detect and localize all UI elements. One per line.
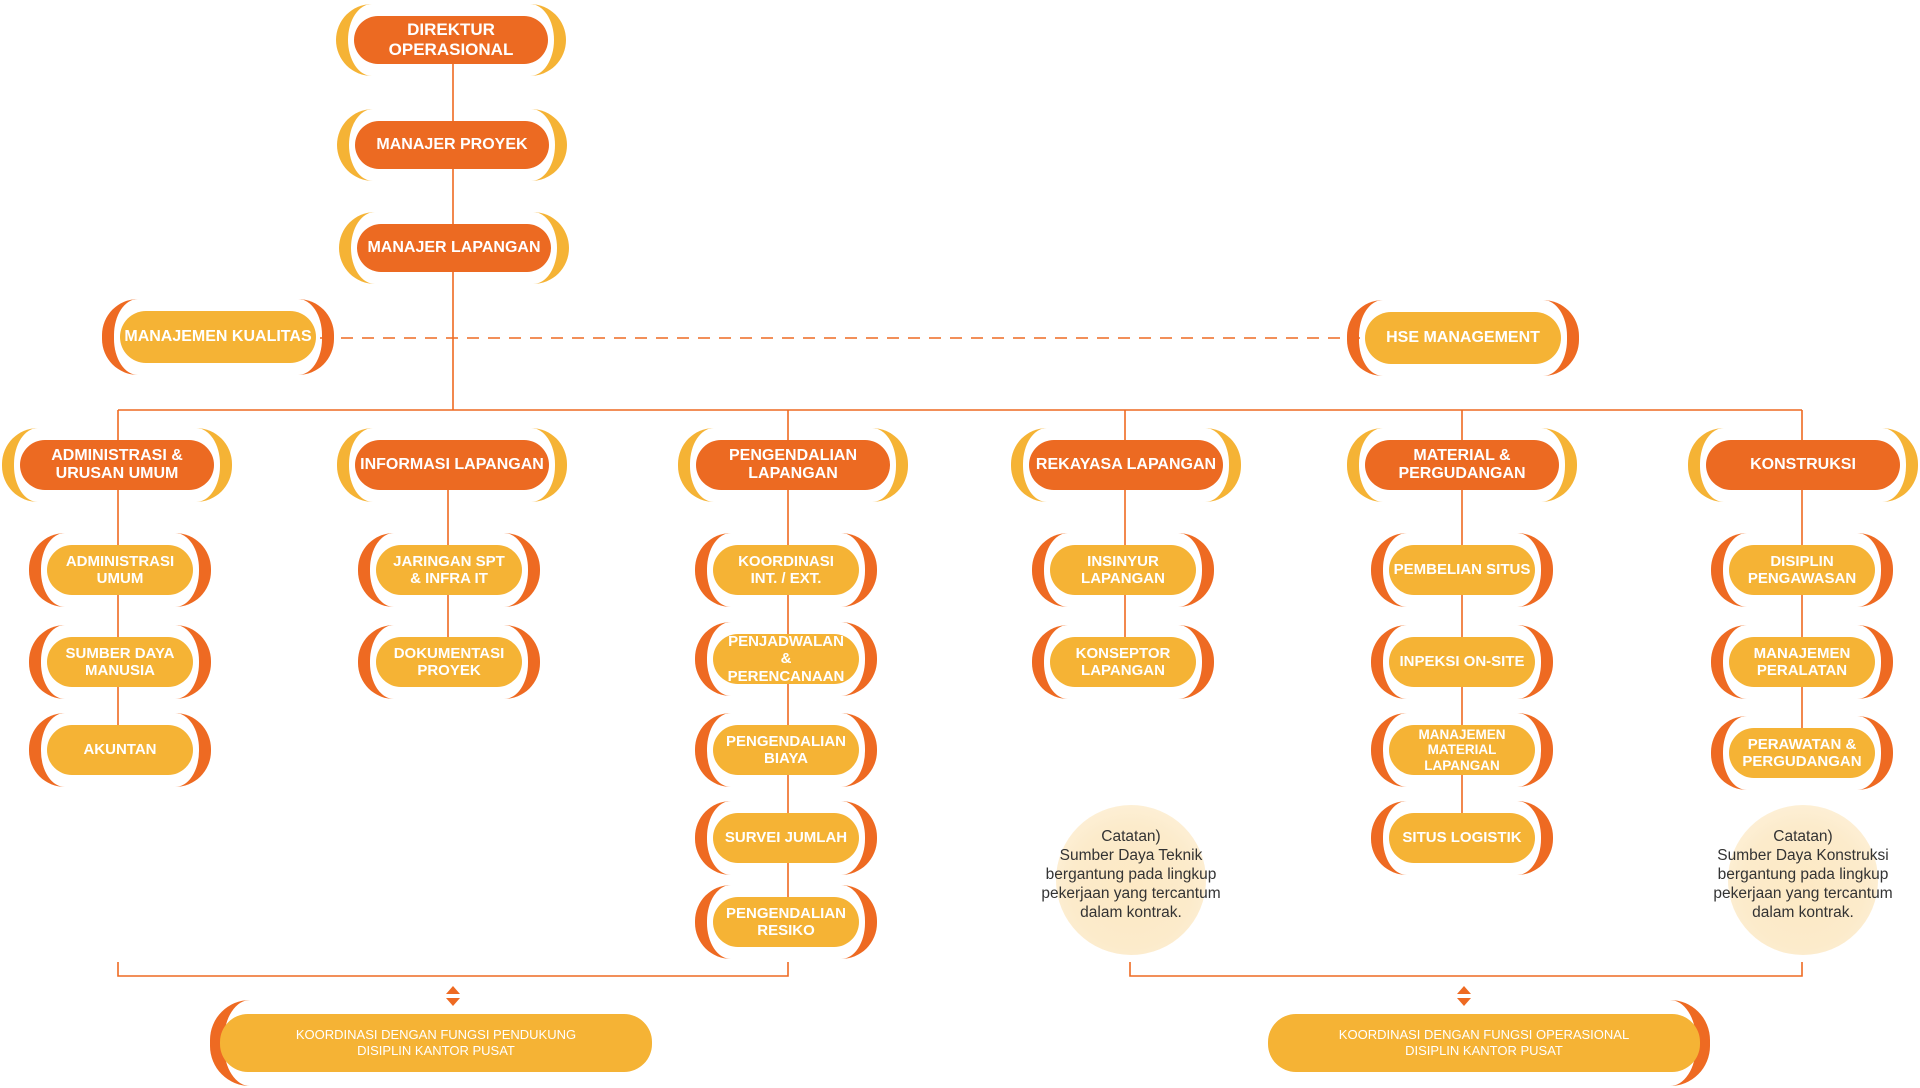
dept-rekayasa: REKAYASA LAPANGAN — [1011, 428, 1241, 502]
dept-konstruksi-label: KONSTRUKSI — [1706, 440, 1900, 490]
note-line: pekerjaan yang tercantum — [1713, 884, 1893, 902]
child-label: PERAWATAN & PERGUDANGAN — [1729, 728, 1875, 778]
note-line: bergantung pada lingkup — [1045, 865, 1217, 883]
hse-management-label: HSE MANAGEMENT — [1365, 312, 1561, 364]
direktur-operasional-label: DIREKTUR OPERASIONAL — [354, 16, 548, 64]
child-label: SURVEI JUMLAH — [713, 813, 859, 863]
child-konseptor-lapangan: KONSEPTOR LAPANGAN — [1032, 625, 1214, 699]
child-label: DISIPLIN PENGAWASAN — [1729, 545, 1875, 595]
child-label: SITUS LOGISTIK — [1389, 813, 1535, 863]
manajer-proyek-label: MANAJER PROYEK — [355, 121, 549, 169]
dept-konstruksi: KONSTRUKSI — [1688, 428, 1918, 502]
child-label: SUMBER DAYA MANUSIA — [47, 637, 193, 687]
note-line: dalam kontrak. — [1752, 903, 1854, 921]
child-label: INSINYUR LAPANGAN — [1050, 545, 1196, 595]
manajer-proyek-box: MANAJER PROYEK — [337, 109, 567, 181]
child-pembelian-situs: PEMBELIAN SITUS — [1371, 533, 1553, 607]
note-teknik: Catatan) Sumber Daya Teknik bergantung p… — [1016, 828, 1246, 923]
note-heading: Catatan) — [1773, 828, 1833, 845]
manajemen-kualitas-box: MANAJEMEN KUALITAS — [102, 299, 334, 375]
child-label: MANAJEMEN MATERIAL LAPANGAN — [1389, 725, 1535, 775]
child-label: PEMBELIAN SITUS — [1389, 545, 1535, 595]
child-insinyur-lapangan: INSINYUR LAPANGAN — [1032, 533, 1214, 607]
child-survei-jumlah: SURVEI JUMLAH — [695, 801, 877, 875]
child-dokumentasi-proyek: DOKUMENTASI PROYEK — [358, 625, 540, 699]
dept-administrasi: ADMINISTRASI & URUSAN UMUM — [2, 428, 232, 502]
dept-material-label: MATERIAL & PERGUDANGAN — [1365, 440, 1559, 490]
child-label: DOKUMENTASI PROYEK — [376, 637, 522, 687]
note-line: pekerjaan yang tercantum — [1041, 884, 1221, 902]
dept-rekayasa-label: REKAYASA LAPANGAN — [1029, 440, 1223, 490]
manajemen-kualitas-label: MANAJEMEN KUALITAS — [120, 311, 316, 363]
manajer-lapangan-box: MANAJER LAPANGAN — [339, 212, 569, 284]
child-label: KONSEPTOR LAPANGAN — [1050, 637, 1196, 687]
child-label: PENJADWALAN & PERENCANAAN — [713, 633, 859, 685]
koordinasi-line1: KOORDINASI DENGAN FUNGSI OPERASIONAL — [1338, 1026, 1630, 1042]
note-line: Sumber Daya Teknik — [1059, 846, 1203, 864]
koordinasi-line2: DISIPLIN KANTOR PUSAT — [1405, 1043, 1563, 1058]
child-akuntan: AKUNTAN — [29, 713, 211, 787]
dept-material: MATERIAL & PERGUDANGAN — [1347, 428, 1577, 502]
child-sumber-daya-manusia: SUMBER DAYA MANUSIA — [29, 625, 211, 699]
child-pengendalian-biaya: PENGENDALIAN BIAYA — [695, 713, 877, 787]
child-perawatan-pergudangan: PERAWATAN & PERGUDANGAN — [1711, 716, 1893, 790]
dept-informasi-label: INFORMASI LAPANGAN — [355, 440, 549, 490]
child-jaringan-spt: JARINGAN SPT & INFRA IT — [358, 533, 540, 607]
dept-pengendalian: PENGENDALIAN LAPANGAN — [678, 428, 908, 502]
child-disiplin-pengawasan: DISIPLIN PENGAWASAN — [1711, 533, 1893, 607]
child-penjadwalan: PENJADWALAN & PERENCANAAN — [695, 622, 877, 696]
dept-pengendalian-label: PENGENDALIAN LAPANGAN — [696, 440, 890, 490]
dept-administrasi-label: ADMINISTRASI & URUSAN UMUM — [20, 440, 214, 490]
koordinasi-operasional-text: KOORDINASI DENGAN FUNGSI OPERASIONAL DIS… — [1268, 1014, 1700, 1072]
child-label: MANAJEMEN PERALATAN — [1729, 637, 1875, 687]
child-label: JARINGAN SPT & INFRA IT — [376, 545, 522, 595]
note-konstruksi: Catatan) Sumber Daya Konstruksi bergantu… — [1688, 828, 1918, 923]
child-situs-logistik: SITUS LOGISTIK — [1371, 801, 1553, 875]
child-pengendalian-resiko: PENGENDALIAN RESIKO — [695, 885, 877, 959]
note-circle-konstruksi — [1728, 805, 1878, 955]
dept-informasi: INFORMASI LAPANGAN — [337, 428, 567, 502]
direktur-operasional-box: DIREKTUR OPERASIONAL — [336, 4, 566, 76]
child-label: ADMINISTRASI UMUM — [47, 545, 193, 595]
note-line: bergantung pada lingkup — [1717, 865, 1889, 883]
hse-management-box: HSE MANAGEMENT — [1347, 300, 1579, 376]
note-circle-teknik — [1056, 805, 1206, 955]
child-label: KOORDINASI INT. / EXT. — [713, 545, 859, 595]
child-koordinasi: KOORDINASI INT. / EXT. — [695, 533, 877, 607]
koordinasi-line1: KOORDINASI DENGAN FUNGSI PENDUKUNG — [295, 1026, 577, 1042]
koordinasi-line2: DISIPLIN KANTOR PUSAT — [357, 1043, 515, 1058]
note-line: dalam kontrak. — [1080, 903, 1182, 921]
koordinasi-pendukung-bar: KOORDINASI DENGAN FUNGSI PENDUKUNG DISIP… — [210, 1000, 652, 1086]
child-label: INPEKSI ON-SITE — [1389, 637, 1535, 687]
manajer-lapangan-label: MANAJER LAPANGAN — [357, 224, 551, 272]
child-manajemen-material: MANAJEMEN MATERIAL LAPANGAN — [1371, 713, 1553, 787]
note-line: Sumber Daya Konstruksi — [1717, 846, 1889, 864]
note-heading: Catatan) — [1101, 828, 1161, 845]
koordinasi-operasional-bar: KOORDINASI DENGAN FUNGSI OPERASIONAL DIS… — [1268, 1000, 1710, 1086]
child-label: AKUNTAN — [47, 725, 193, 775]
koordinasi-pendukung-text: KOORDINASI DENGAN FUNGSI PENDUKUNG DISIP… — [220, 1014, 652, 1072]
child-administrasi-umum: ADMINISTRASI UMUM — [29, 533, 211, 607]
child-inpeksi-on-site: INPEKSI ON-SITE — [1371, 625, 1553, 699]
child-label: PENGENDALIAN RESIKO — [713, 897, 859, 947]
child-manajemen-peralatan: MANAJEMEN PERALATAN — [1711, 625, 1893, 699]
child-label: PENGENDALIAN BIAYA — [713, 725, 859, 775]
